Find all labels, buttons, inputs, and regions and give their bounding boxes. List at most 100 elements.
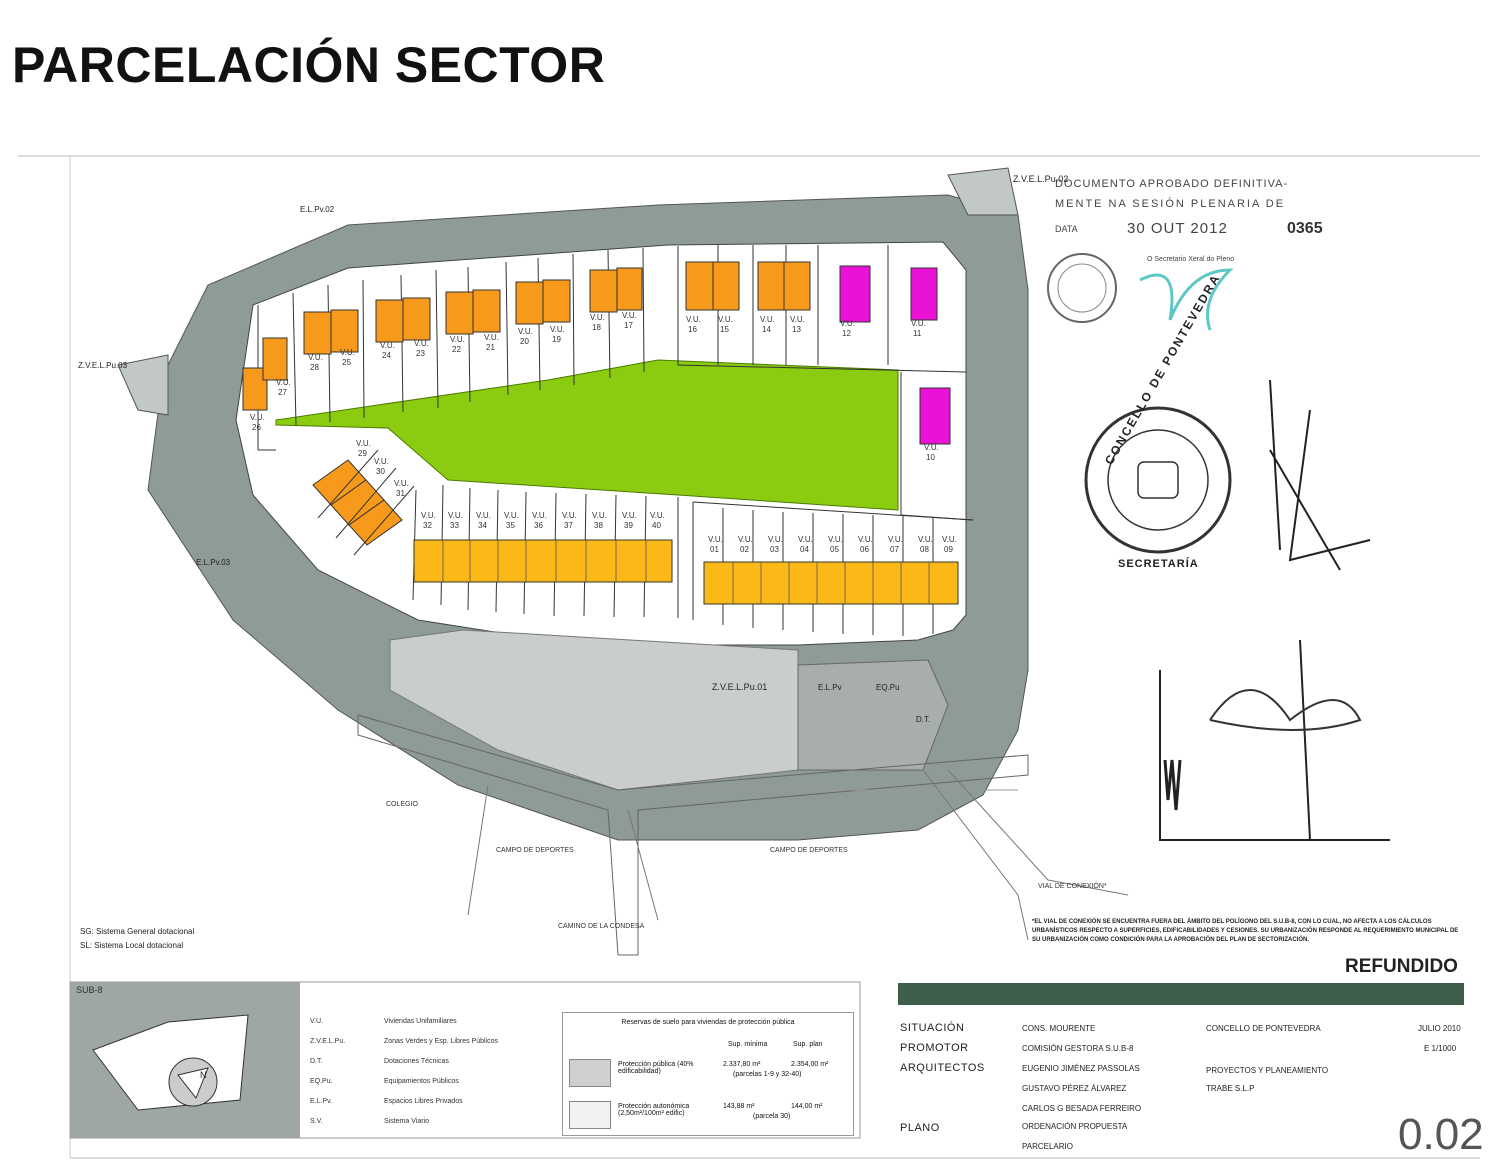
- lot-number-bl-33: 33: [450, 521, 459, 530]
- reserve-row2-label: Protección autonómica (2,50m²/100m² edif…: [618, 1103, 690, 1117]
- approval-line-1: DOCUMENTO APROBADO DEFINITIVA-: [1055, 178, 1289, 190]
- lot-label-top-23: V.U.: [414, 339, 429, 348]
- lot-label-top-12: V.U.: [840, 319, 855, 328]
- lot-number-top-18: 18: [592, 323, 601, 332]
- sheet-number: 0.02: [1398, 1110, 1484, 1159]
- label-zvelpu01: Z.V.E.L.Pu.01: [712, 682, 767, 692]
- zvelpu-corner-right: [947, 167, 1019, 216]
- footnote: *EL VIAL DE CONEXIÓN SE ENCUENTRA FUERA …: [1032, 919, 1459, 943]
- legend-code: EQ.Pu.: [310, 1078, 333, 1085]
- lot-label-bl-35: V.U.: [504, 511, 519, 520]
- lot-labels: V.U.27V.U.28V.U.25V.U.24V.U.23V.U.22V.U.…: [250, 311, 957, 554]
- tb-plano-value-1: ORDENACIÓN PROPUESTA: [1022, 1122, 1128, 1131]
- svg-text:N: N: [200, 1070, 207, 1080]
- reserve-swatch-1: [569, 1059, 611, 1087]
- tb-fecha: JULIO 2010: [1418, 1024, 1461, 1033]
- lot-label-br-08: V.U.: [918, 535, 933, 544]
- lot-number-br-08: 08: [920, 545, 929, 554]
- label-zvelpu-top: Z.V.E.L.Pu.02: [1013, 174, 1068, 184]
- note-sg: SG: Sistema General dotacional: [80, 927, 195, 936]
- legend-desc: Viviendas Unifamiliares: [384, 1018, 457, 1025]
- lot-label-dg-31: V.U.: [394, 479, 409, 488]
- bottom-right-building-bar: [703, 561, 959, 605]
- lot-label-side-10: V.U.: [924, 443, 939, 452]
- label-campo-1: CAMPO DE DEPORTES: [496, 847, 574, 854]
- tb-situacion-value-2: CONCELLO DE PONTEVEDRA: [1206, 1024, 1321, 1033]
- lot-number-br-01: 01: [710, 545, 719, 554]
- small-seal: [1047, 253, 1117, 323]
- large-seal: [1084, 406, 1232, 554]
- legend-desc: Espacios Libres Privados: [384, 1098, 463, 1105]
- reserve-row1-label: Protección pública (40% edificabilidad): [618, 1061, 694, 1075]
- lot-label-bl-38: V.U.: [592, 511, 607, 520]
- reserve-swatch-2: [569, 1101, 611, 1129]
- lot-number-bl-32: 32: [423, 521, 432, 530]
- lot-number-side-10: 10: [926, 453, 935, 462]
- page-title: PARCELACIÓN SECTOR: [12, 37, 606, 93]
- label-zvelpu03: Z.V.E.L.Pu.03: [78, 361, 128, 370]
- lot-label-top-16: V.U.: [686, 315, 701, 324]
- lot-number-top-24: 24: [382, 351, 391, 360]
- lot-label-bl-40: V.U.: [650, 511, 665, 520]
- key-plan: N: [69, 981, 861, 1139]
- label-camino: CAMINO DE LA CONDESA: [558, 923, 645, 930]
- lot-label-top-11: V.U.: [911, 319, 926, 328]
- lot-label-top-25: V.U.: [340, 348, 355, 357]
- seals-and-signatures: [1047, 253, 1390, 841]
- lot-number-top-21: 21: [486, 343, 495, 352]
- label-elpv02: E.L.Pv.02: [300, 205, 335, 214]
- tb-arquitecto-3: CARLOS G BESADA FERREIRO: [1022, 1104, 1142, 1113]
- lot-number-bl-39: 39: [624, 521, 633, 530]
- tb-situacion-value: CONS. MOURENTE: [1022, 1024, 1096, 1033]
- lot-label-top-17: V.U.: [622, 311, 637, 320]
- lot-number-corner-26: 26: [252, 423, 261, 432]
- approval-data-label: DATA: [1055, 224, 1078, 234]
- lot-number-br-09: 09: [944, 545, 953, 554]
- tb-arquitecto-2: GUSTAVO PÉREZ ÁLVAREZ: [1022, 1084, 1127, 1093]
- lot-label-top-22: V.U.: [450, 335, 465, 344]
- lot-label-top-20: V.U.: [518, 327, 533, 336]
- lot-label-bl-36: V.U.: [532, 511, 547, 520]
- tb-empresa-2: TRABE S.L.P: [1206, 1084, 1255, 1093]
- lot-number-bl-34: 34: [478, 521, 487, 530]
- label-elpv03: E.L.Pv.03: [196, 558, 231, 567]
- lot-label-bl-33: V.U.: [448, 511, 463, 520]
- lot-number-br-06: 06: [860, 545, 869, 554]
- seal-bottom-text: SECRETARÍA: [1118, 558, 1199, 570]
- site-plan: Z.V.E.L.Pu.02 E.L.Pv.02 Z.V.E.L.Pu.03 E.…: [18, 155, 1480, 1159]
- lot-label-br-06: V.U.: [858, 535, 873, 544]
- bottom-left-building-bar: [413, 539, 673, 583]
- legend-code: Z.V.E.L.Pu.: [310, 1038, 346, 1045]
- lot-label-br-02: V.U.: [738, 535, 753, 544]
- lot-number-top-22: 22: [452, 345, 461, 354]
- lot-number-top-15: 15: [720, 325, 729, 334]
- tb-plano-key: PLANO: [900, 1122, 940, 1134]
- lot-number-bl-38: 38: [594, 521, 603, 530]
- lot-number-top-13: 13: [792, 325, 801, 334]
- legend-code: E.L.Pv.: [310, 1098, 333, 1105]
- lot-label-br-05: V.U.: [828, 535, 843, 544]
- lot-number-dg-29: 29: [358, 449, 367, 458]
- lot-number-br-04: 04: [800, 545, 809, 554]
- reserve-row2-plan: 144,00 m²: [791, 1103, 823, 1110]
- approval-number: 0365: [1287, 220, 1323, 237]
- reserve-row1-plan: 2.354,00 m²: [791, 1061, 829, 1068]
- tb-plano-value-2: PARCELARIO: [1022, 1142, 1073, 1151]
- lot-label-bl-34: V.U.: [476, 511, 491, 520]
- lot-number-br-05: 05: [830, 545, 839, 554]
- reserve-row1-note: (parcelas 1-9 y 32-40): [733, 1071, 802, 1078]
- top-lot-grid: [257, 245, 967, 451]
- label-eqpu: EQ.Pu: [876, 683, 900, 692]
- reserve-heading: Reservas de suelo para viviendas de prot…: [621, 1019, 795, 1026]
- lot-label-top-15: V.U.: [718, 315, 733, 324]
- lot-label-br-09: V.U.: [942, 535, 957, 544]
- diagonal-buildings: [312, 459, 403, 546]
- lot-number-top-17: 17: [624, 321, 633, 330]
- reserve-row1-min: 2.337,80 m²: [723, 1061, 761, 1068]
- reserve-row2-min: 143,88 m²: [723, 1103, 755, 1110]
- label-dt: D.T.: [916, 715, 930, 724]
- zvelpu-corner-left: [117, 354, 169, 416]
- label-vial: VIAL DE CONEXIÓN*: [1038, 881, 1107, 890]
- tb-promotor-key: PROMOTOR: [900, 1042, 969, 1054]
- approval-date: 30 OUT 2012: [1127, 220, 1228, 237]
